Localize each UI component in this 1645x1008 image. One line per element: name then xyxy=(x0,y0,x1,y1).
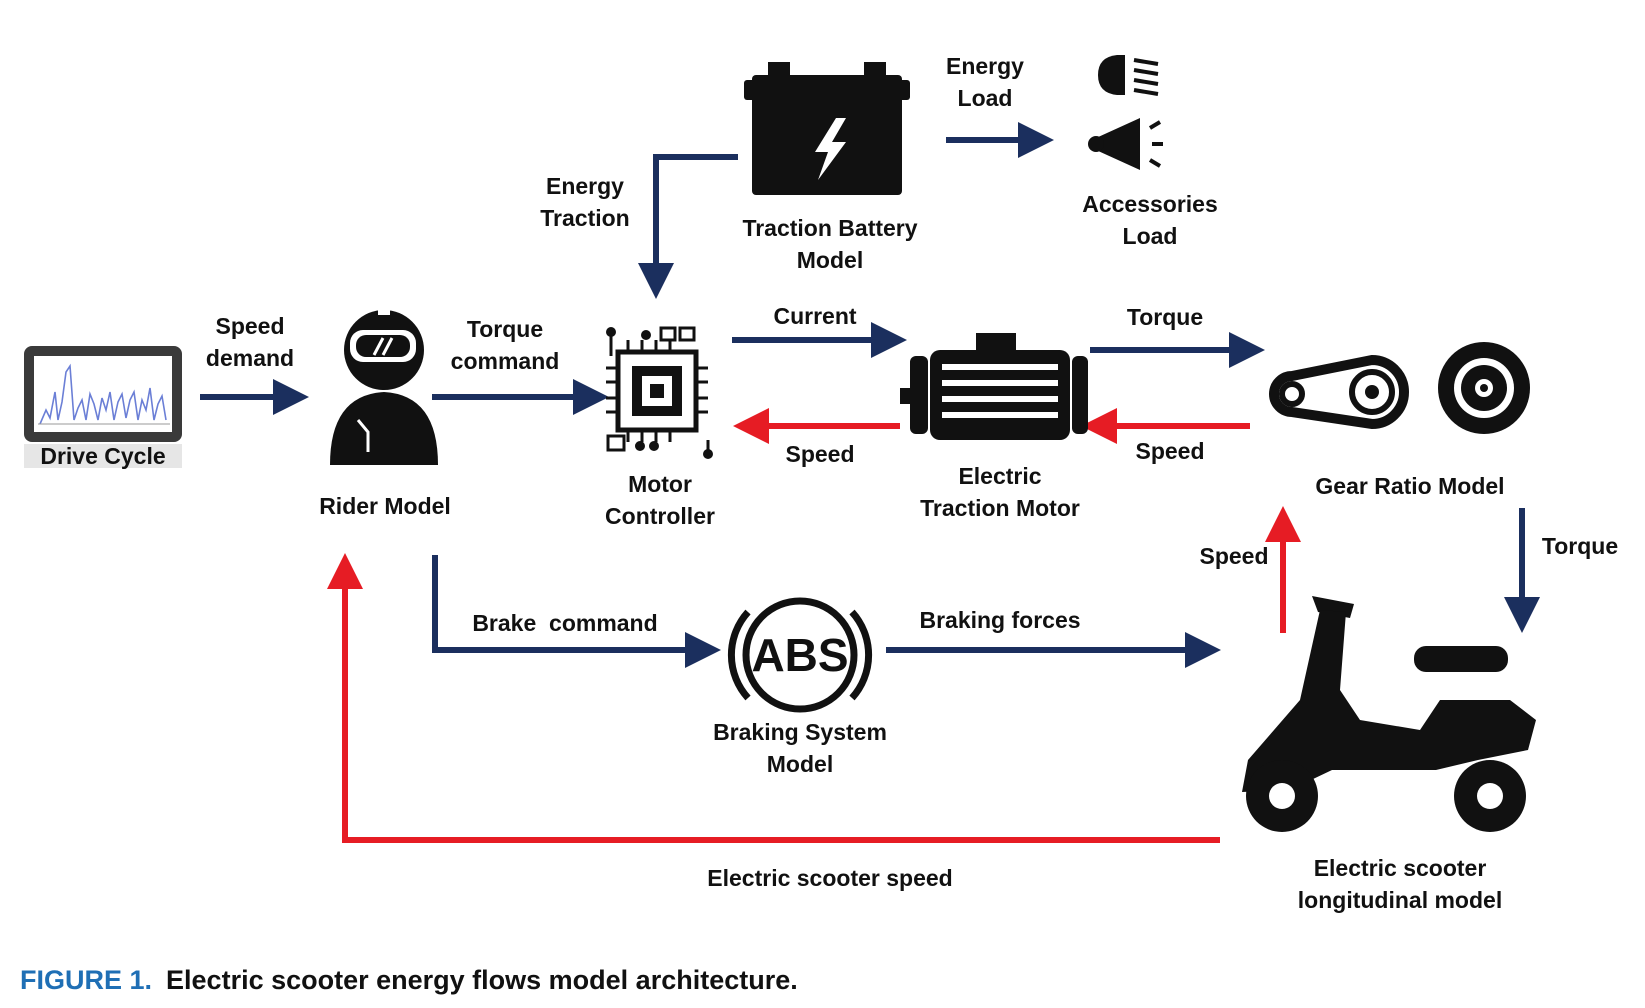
figure-caption-text: Electric scooter energy flows model arch… xyxy=(166,965,798,995)
torque-gear-label: Torque xyxy=(1541,533,1619,559)
torque-motor-label: Torque xyxy=(1126,304,1204,330)
scooter-icon xyxy=(1242,596,1536,832)
scooter-speed-label: Electric scooter speed xyxy=(707,865,953,891)
accessories-load-label: Accessories Load xyxy=(1082,191,1218,249)
arrow-energy-traction xyxy=(638,154,738,299)
torque-command-label: Torque command xyxy=(450,316,560,374)
abs-badge-text: ABS xyxy=(751,629,848,681)
belt-drive-icon xyxy=(1269,354,1409,430)
wheel-icon xyxy=(1438,342,1530,434)
chip-icon xyxy=(606,326,713,459)
current-label: Current xyxy=(773,303,857,329)
speed-demand-label: Speed demand xyxy=(205,313,295,371)
rider-model-label: Rider Model xyxy=(319,493,451,519)
rider-icon xyxy=(330,307,438,465)
drive-cycle-label: Drive Cycle xyxy=(40,443,166,469)
braking-system-label: Braking System Model xyxy=(713,719,887,777)
brake-command-label: Brake command xyxy=(472,610,658,636)
arrow-brake-command xyxy=(432,555,721,668)
gear-ratio-model-label: Gear Ratio Model xyxy=(1315,473,1505,499)
figure-number: FIGURE 1. xyxy=(20,965,153,995)
battery-icon xyxy=(744,62,910,195)
energy-load-label: Energy Load xyxy=(946,53,1024,111)
monitor-icon xyxy=(24,346,182,468)
figure-caption: FIGURE 1. Electric scooter energy flows m… xyxy=(20,965,798,996)
scooter-model-label: Electric scooter longitudinal model xyxy=(1297,855,1503,913)
abs-icon: ABS xyxy=(727,597,873,713)
traction-battery-label: Traction Battery Model xyxy=(742,215,918,273)
horn-icon xyxy=(1088,118,1163,170)
electric-motor-icon xyxy=(900,333,1088,440)
motor-controller-label: Motor Controller xyxy=(605,471,715,529)
speed-controller-label: Speed xyxy=(785,441,855,467)
braking-forces-label: Braking forces xyxy=(919,607,1081,633)
speed-motor-label: Speed xyxy=(1135,438,1205,464)
electric-traction-motor-label: Electric Traction Motor xyxy=(920,463,1080,521)
headlight-icon xyxy=(1098,55,1159,96)
energy-traction-label: Energy Traction xyxy=(540,173,630,231)
speed-scooter-label: Speed xyxy=(1199,543,1269,569)
arrow-scooter-speed xyxy=(327,553,1220,843)
